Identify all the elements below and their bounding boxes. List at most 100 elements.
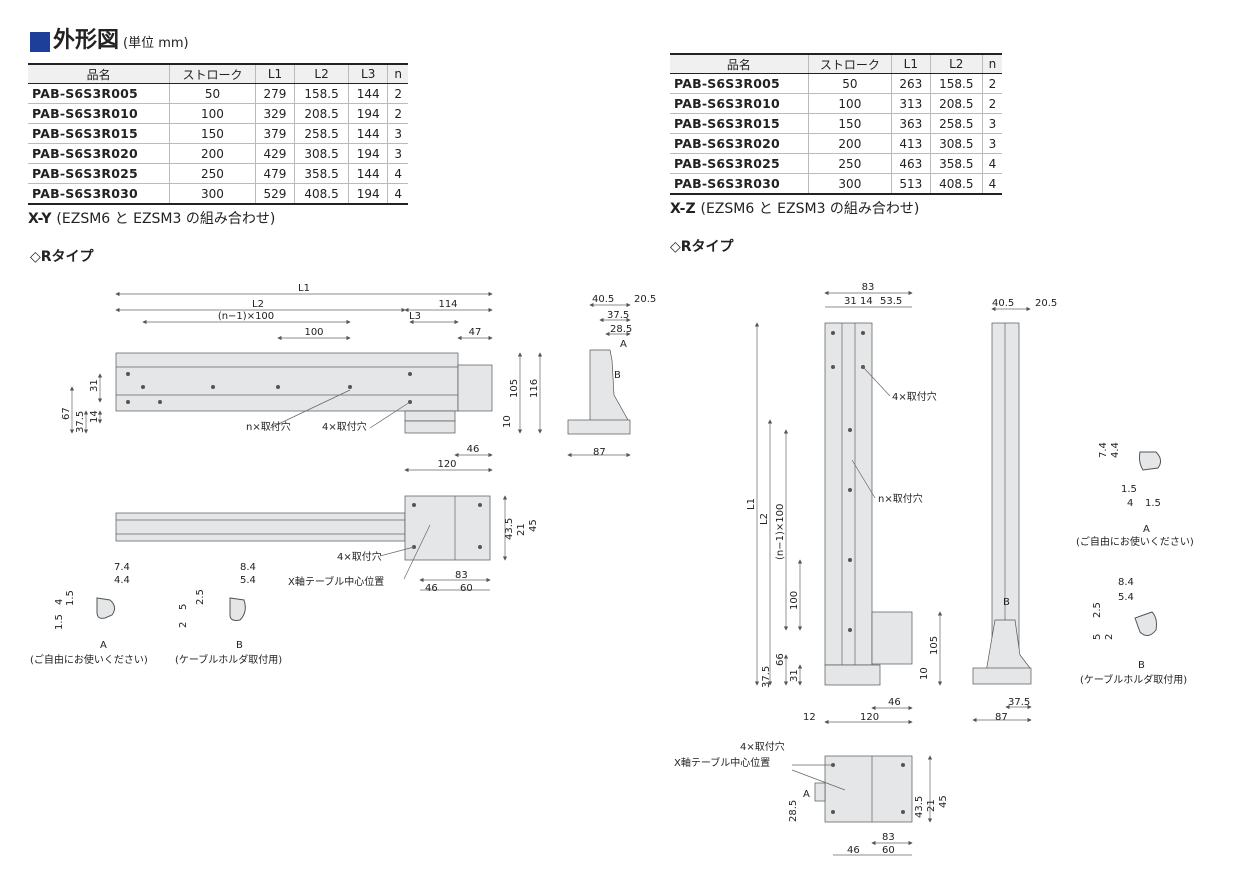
svg-text:A: A (100, 640, 107, 651)
svg-text:28.5: 28.5 (788, 800, 799, 822)
svg-text:1.5: 1.5 (65, 590, 76, 606)
svg-text:120: 120 (860, 712, 879, 723)
svg-text:4×取付穴: 4×取付穴 (740, 740, 785, 753)
dim-L1: L1 (298, 283, 310, 294)
svg-text:14: 14 (860, 296, 873, 307)
xz-cell: 200 (807, 133, 892, 154)
xz-cell: 513 (891, 173, 931, 195)
xy-cell: 144 (347, 83, 388, 104)
xz-cell: 3 (981, 133, 1002, 154)
svg-text:n×取付穴: n×取付穴 (878, 492, 923, 505)
xz-cell: 308.5 (929, 133, 983, 154)
xz-cell: 408.5 (929, 173, 983, 195)
xy-cell: 4 (387, 183, 408, 205)
title-main: 外形図 (53, 28, 120, 53)
xy-cell: 4 (387, 163, 408, 184)
svg-text:66: 66 (775, 653, 786, 666)
xz-cell: 258.5 (929, 113, 983, 134)
svg-text:21: 21 (516, 523, 527, 536)
svg-text:46: 46 (847, 845, 860, 856)
svg-text:5.4: 5.4 (1118, 592, 1134, 603)
rtype-label-left: ◇Rタイプ (30, 249, 94, 265)
xy-cell: 200 (169, 143, 256, 164)
xy-cell: 3 (387, 143, 408, 164)
xz-cell: 3 (981, 113, 1002, 134)
xy-cell: 308.5 (294, 143, 349, 164)
drawing-xy-top (69, 291, 543, 473)
xy-cell: 529 (254, 183, 295, 205)
xz-header-3: L2 (929, 53, 983, 74)
svg-text:45: 45 (528, 519, 539, 532)
title-unit: (単位 mm) (123, 36, 189, 51)
svg-text:31: 31 (844, 296, 857, 307)
xy-cell: PAB-S6S3R020 (28, 143, 170, 164)
dim-120: 120 (437, 459, 456, 470)
svg-text:X軸テーブル中心位置: X軸テーブル中心位置 (674, 756, 770, 769)
xy-cell: 100 (169, 103, 256, 124)
dim-37-5: 37.5 (75, 411, 86, 433)
xy-cell: 329 (254, 103, 295, 124)
drawing-xz-side (972, 306, 1032, 723)
svg-text:45: 45 (938, 795, 949, 808)
svg-text:4×取付穴: 4×取付穴 (892, 390, 937, 403)
drawing-xy-side (567, 302, 631, 458)
svg-text:12: 12 (803, 712, 816, 723)
xz-cell: 4 (981, 173, 1002, 195)
xy-header-1: ストローク (169, 63, 256, 84)
svg-text:B: B (614, 370, 621, 381)
xy-motor (457, 364, 493, 412)
xz-cell: PAB-S6S3R010 (670, 93, 809, 114)
dim-46: 46 (467, 444, 480, 455)
xy-cell: 158.5 (294, 83, 349, 104)
drawing-xy-bottom (115, 495, 508, 591)
svg-text:21: 21 (926, 799, 937, 812)
svg-text:L1: L1 (746, 498, 757, 510)
svg-text:2: 2 (1104, 634, 1115, 640)
xy-cell: 150 (169, 123, 256, 144)
svg-text:100: 100 (789, 591, 800, 610)
xz-cell: PAB-S6S3R015 (670, 113, 809, 134)
svg-text:(n−1)×100: (n−1)×100 (775, 504, 786, 560)
svg-text:7.4: 7.4 (114, 562, 130, 573)
svg-text:53.5: 53.5 (880, 296, 902, 307)
svg-text:37.5: 37.5 (761, 666, 772, 688)
title-square-icon (30, 32, 50, 52)
xz-cell: PAB-S6S3R020 (670, 133, 809, 154)
xz-cell: 300 (807, 173, 892, 195)
xy-cell: 208.5 (294, 103, 349, 124)
xz-cell: 413 (891, 133, 931, 154)
svg-text:37.5: 37.5 (607, 310, 629, 321)
svg-text:1.5: 1.5 (1121, 484, 1137, 495)
svg-text:20.5: 20.5 (1035, 298, 1057, 309)
xz-cell: 363 (891, 113, 931, 134)
svg-text:(ケーブルホルダ取付用): (ケーブルホルダ取付用) (1080, 673, 1187, 686)
xz-cell: 208.5 (929, 93, 983, 114)
svg-text:5: 5 (178, 604, 189, 610)
svg-text:4: 4 (54, 599, 65, 605)
xy-cell: 300 (169, 183, 256, 205)
xy-cell: PAB-S6S3R030 (28, 183, 170, 205)
svg-text:1.5: 1.5 (1145, 498, 1161, 509)
xz-cell: 150 (807, 113, 892, 134)
xy-cell: 358.5 (294, 163, 349, 184)
xz-cell: 250 (807, 153, 892, 174)
xy-cell: 279 (254, 83, 295, 104)
svg-text:5.4: 5.4 (240, 575, 256, 586)
caption-xy: X-Y (EZSM6 と EZSM3 の組み合わせ) (28, 211, 276, 227)
xz-header-4: n (981, 53, 1002, 74)
svg-text:60: 60 (460, 583, 473, 594)
xz-cell: 463 (891, 153, 931, 174)
page-title: 外形図 (単位 mm) (30, 30, 189, 52)
xz-header-1: ストローク (807, 53, 892, 74)
xy-cell: 258.5 (294, 123, 349, 144)
drawing-xz-front (754, 290, 943, 725)
svg-text:83: 83 (862, 282, 875, 293)
svg-text:1.5: 1.5 (54, 614, 65, 630)
caption-xz: X-Z (EZSM6 と EZSM3 の組み合わせ) (670, 201, 920, 217)
dim-L2: L2 (252, 299, 264, 310)
